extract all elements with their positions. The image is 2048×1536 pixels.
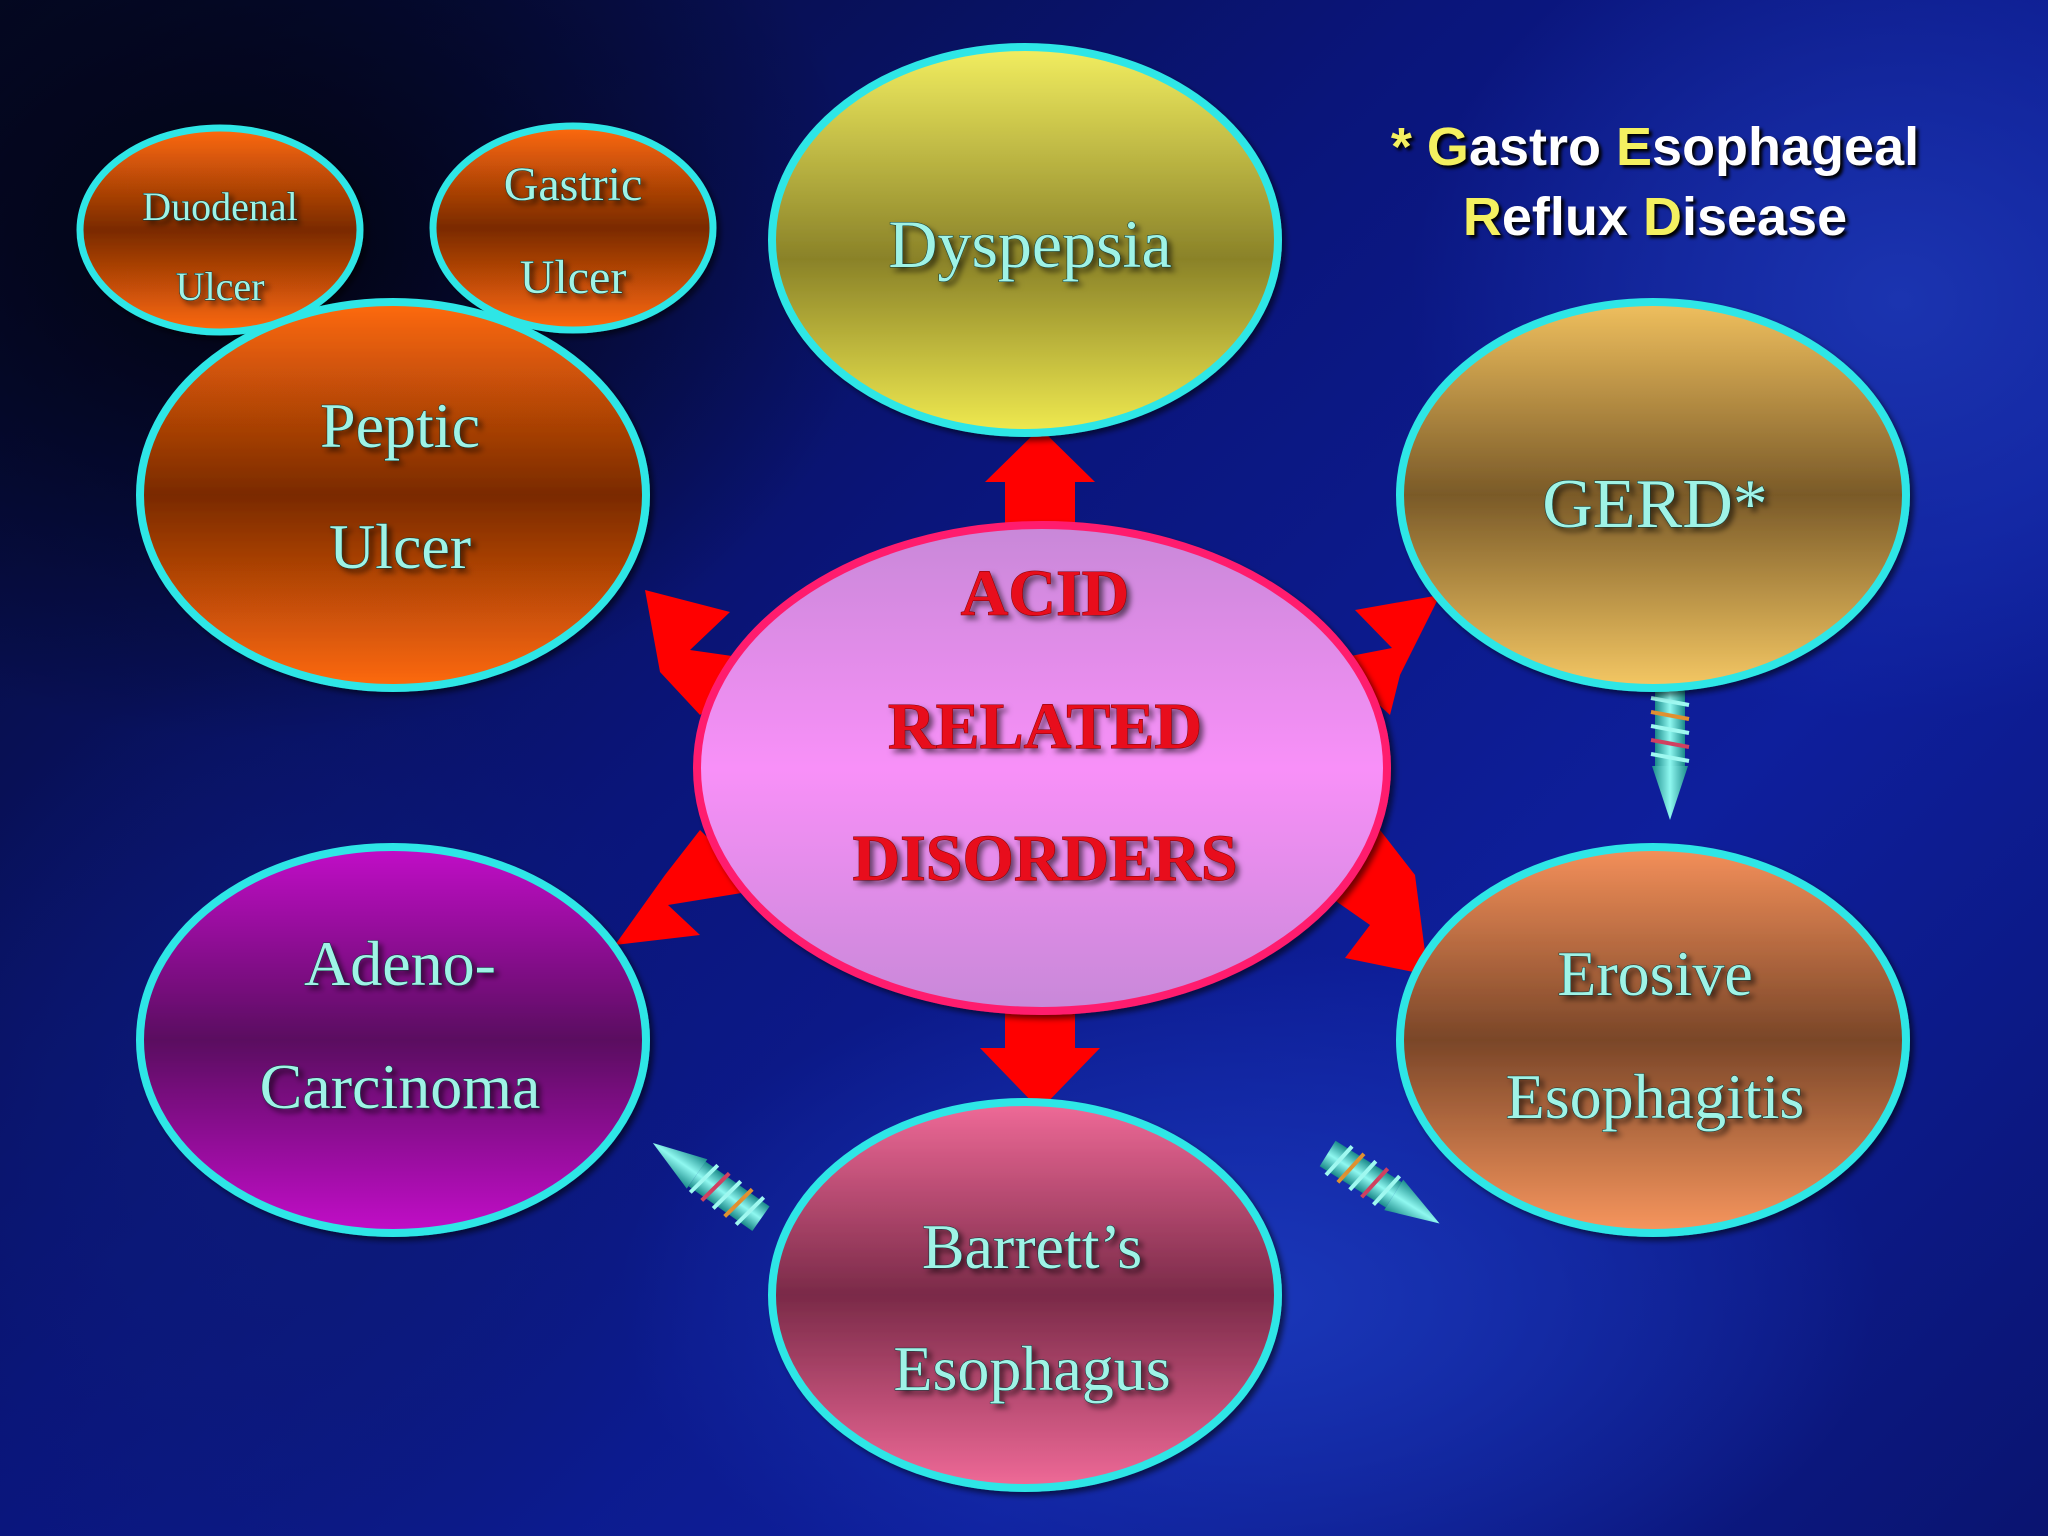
footnote-word-astro: astro (1468, 117, 1616, 177)
gastric-ulcer-label-line2: Ulcer (520, 251, 627, 304)
arrow-to-barretts-esophagus (980, 1000, 1100, 1110)
barretts-esophagus-label-line1: Barrett’s (922, 1211, 1142, 1282)
footnote-asterisk: * (1390, 117, 1427, 177)
acid-related-disorders-ellipse (693, 521, 1391, 1015)
gastric-ulcer-ellipse (429, 122, 717, 334)
duodenal-ulcer-ellipse (76, 124, 364, 336)
center-label-line3: DISORDERS (852, 822, 1237, 895)
footnote-word-isease: isease (1681, 187, 1848, 247)
gerd-label: GERD* (1542, 466, 1768, 543)
footnote-word-eflux: eflux (1501, 187, 1643, 247)
gastric-ulcer-label-line1: Gastric (504, 158, 643, 211)
drill-arrow-erosive-to-barretts (1319, 1140, 1440, 1224)
center-label-line2: RELATED (888, 690, 1202, 763)
duodenal-ulcer-label-line2: Ulcer (176, 264, 265, 309)
footnote-letter-g: G (1426, 117, 1469, 177)
gerd-ellipse (1396, 298, 1910, 692)
dyspepsia-ellipse (768, 43, 1282, 437)
footnote-line1: * Gastro Esophageal (1330, 112, 1980, 182)
footnote-letter-d: D (1642, 187, 1682, 247)
duodenal-ulcer-label-line1: Duodenal (142, 184, 298, 229)
drill-arrow-barretts-to-adenocarcinoma (652, 1142, 770, 1231)
peptic-ulcer-label-line2: Ulcer (329, 511, 471, 582)
adenocarcinoma-ellipse (136, 843, 650, 1237)
barretts-esophagus-label-line2: Esophagus (893, 1333, 1170, 1404)
erosive-esophagitis-label-line1: Erosive (1557, 938, 1753, 1009)
drill-arrow-gerd-to-erosive (1650, 688, 1690, 820)
gerd-footnote: * Gastro Esophageal Reflux Disease (1330, 112, 1980, 252)
footnote-letter-e: E (1616, 117, 1653, 177)
footnote-line2: Reflux Disease (1330, 182, 1980, 252)
dyspepsia-label: Dyspepsia (888, 206, 1171, 282)
barretts-esophagus-ellipse (768, 1098, 1282, 1492)
erosive-esophagitis-label-line2: Esophagitis (1506, 1061, 1805, 1132)
footnote-letter-r: R (1462, 187, 1502, 247)
adenocarcinoma-label-line2: Carcinoma (260, 1051, 541, 1122)
footnote-word-sophageal: sophageal (1652, 117, 1920, 177)
peptic-ulcer-label-line1: Peptic (320, 390, 480, 461)
adenocarcinoma-label-line1: Adeno- (304, 928, 496, 999)
peptic-ulcer-ellipse (136, 298, 650, 692)
erosive-esophagitis-ellipse (1396, 843, 1910, 1237)
center-label-line1: ACID (961, 557, 1130, 630)
